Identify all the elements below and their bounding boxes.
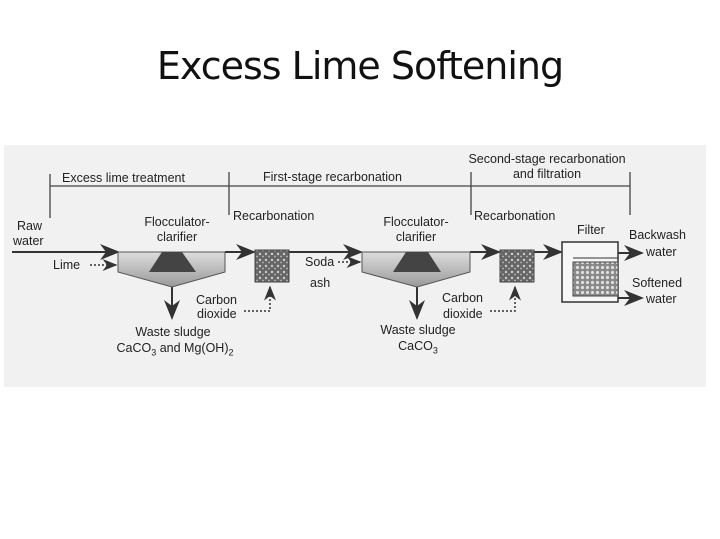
dotted-feeds [90,256,521,312]
recarbonation-1-label: Recarbonation [233,209,315,223]
recarbonation-basin-1 [254,249,290,283]
carbon-dioxide-1-label-2: dioxide [197,307,237,321]
stage-label-excess-lime: Excess lime treatment [62,171,185,185]
raw-water-label: Raw [17,219,43,233]
backwash-water-label: Backwash [629,228,686,242]
softened-water-label: Softened [632,276,683,290]
stage-label-second-line1: Second-stage recarbonation [468,152,626,166]
flow-lines [12,244,644,320]
stage-bracket [49,172,631,218]
soda-ash-label: Soda [305,255,335,269]
slide-title: Excess Lime Softening [156,44,564,88]
flocculator-clarifier-1 [117,251,226,288]
carbon-dioxide-2-label-2: dioxide [443,307,483,321]
filter-label: Filter [577,223,605,237]
filter-unit [561,241,619,303]
lime-label: Lime [53,258,81,272]
carbon-dioxide-1-label: Carbon [196,293,237,307]
carbon-dioxide-2-label: Carbon [442,291,483,305]
soda-ash-label-2: ash [310,276,331,290]
flocculator-1-label: Flocculator- [144,215,210,229]
softened-water-label-2: water [646,292,677,306]
stage-label-first-recarbonation: First-stage recarbonation [263,170,402,184]
raw-water-label-2: water [13,234,44,248]
waste-sludge-1-label: Waste sludge [135,325,211,339]
backwash-water-label-2: water [646,245,677,259]
clarifier-2-label: clarifier [395,230,437,244]
flocculator-clarifier-2 [361,251,471,288]
waste-sludge-1-composition: CaCO3 and Mg(OH)2 [116,341,234,358]
recarbonation-2-label: Recarbonation [474,209,556,223]
recarbonation-basin-2 [499,249,535,283]
waste-sludge-2-label: Waste sludge [380,323,456,337]
flocculator-2-label: Flocculator- [383,215,449,229]
clarifier-1-label: clarifier [156,230,198,244]
stage-label-second-line2: and filtration [512,167,582,181]
waste-sludge-2-composition: CaCO3 [398,339,438,356]
